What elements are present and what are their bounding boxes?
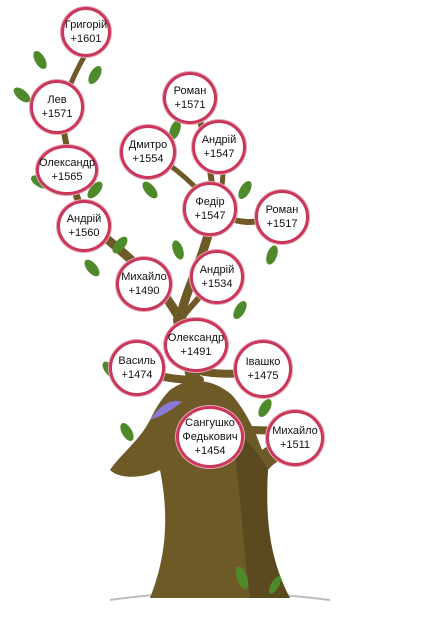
node-year: +1511 [279,439,311,451]
node-mykhailo-1490: Михайло +1490 [116,257,172,311]
node-year: +1571 [41,108,73,120]
node-year: +1565 [51,171,83,183]
node-year: +1491 [180,346,212,358]
node-name: Андрій [199,264,235,276]
node-ivashko-1475: Івашко +1475 [234,340,292,398]
node-andrii-1534: Андрій +1534 [190,250,244,304]
node-year: +1474 [121,369,153,381]
node-year: +1547 [194,210,226,222]
node-oleksandr-1565: Олександр +1565 [36,145,98,195]
node-roman-1571: Роман +1571 [163,72,217,124]
node-year: +1601 [70,33,102,45]
node-name: Андрій [201,134,237,146]
node-name: Дмитро [128,139,168,151]
node-name: Михайло [272,425,318,437]
node-year: +1547 [203,148,235,160]
node-name-line2: Федькович [182,431,238,443]
node-year: +1534 [201,278,233,290]
node-year: +1490 [128,285,160,297]
node-lev-1571: Лев +1571 [30,80,84,134]
trunk-hollow [150,400,182,420]
node-andrii-1560: Андрій +1560 [57,200,111,252]
node-year: +1517 [266,218,298,230]
node-hryhorii-1601: Григорій +1601 [61,7,111,57]
node-name: Роман [265,204,299,216]
node-fedir-1547: Федір +1547 [183,182,237,236]
node-year: +1454 [194,445,226,457]
trunk-shadow [230,430,290,598]
node-name: Сангушко [185,417,235,429]
node-name: Федір [195,196,225,208]
node-year: +1571 [174,99,206,111]
node-name: Олександр [38,157,96,169]
node-name: Лев [47,94,67,106]
node-year: +1554 [132,153,164,165]
node-name: Андрій [66,213,102,225]
node-year: +1475 [247,370,279,382]
node-vasyl-1474: Василь +1474 [109,340,165,396]
node-andrii-1547: Андрій +1547 [192,120,246,174]
node-year: +1560 [68,227,100,239]
node-name: Івашко [245,356,281,368]
node-name: Михайло [121,271,167,283]
node-mykhailo-1511: Михайло +1511 [266,410,324,466]
node-oleksandr-1491: Олександр +1491 [164,318,228,372]
node-name: Василь [118,355,156,367]
node-name: Григорій [64,19,108,31]
node-name: Роман [173,85,207,97]
node-sanhushko-1454: Сангушко Федькович +1454 [176,406,244,468]
node-name: Олександр [167,332,225,344]
node-roman-1517: Роман +1517 [255,190,309,244]
node-dmytro-1554: Дмитро +1554 [120,125,176,179]
